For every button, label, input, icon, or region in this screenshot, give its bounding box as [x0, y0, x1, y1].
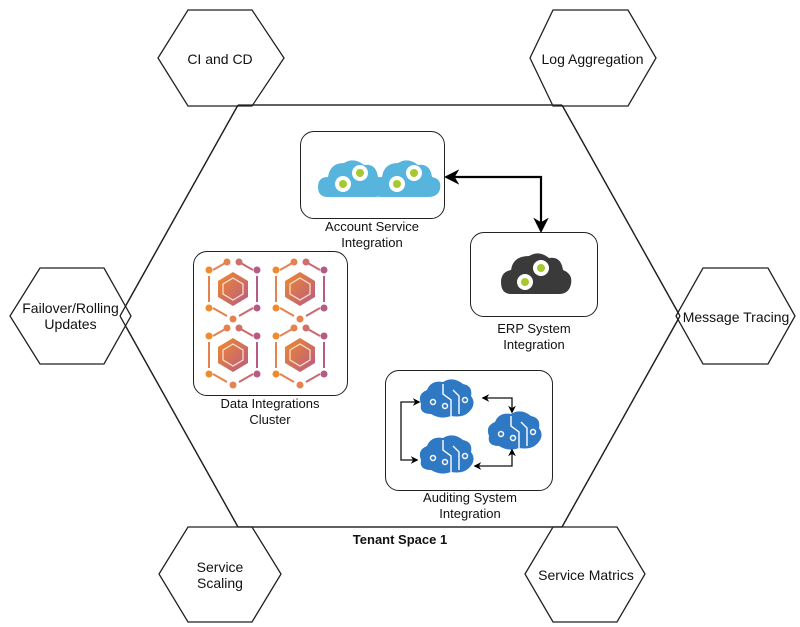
hex-cluster-icon	[205, 258, 261, 323]
hexagon-service-matrics[interactable]	[524, 526, 646, 623]
hex-cluster-icon	[205, 258, 261, 323]
hex-cluster-icon	[205, 324, 261, 389]
cloud-gear-icon	[372, 160, 441, 197]
label-line: Updates	[44, 316, 97, 332]
hexagon-ci-cd[interactable]	[157, 9, 285, 107]
label-line: Failover/Rolling	[22, 300, 119, 316]
hex-cluster-icons	[205, 258, 328, 389]
hex-cluster-icon	[272, 324, 328, 389]
hexagon-label-message-tracing: Message Tracing	[682, 309, 790, 325]
audit-arrow-top-right	[481, 394, 516, 414]
hexagon-failover[interactable]	[9, 267, 132, 365]
label-line: Scaling	[197, 575, 243, 591]
audit-arrow-bottom-right	[473, 448, 516, 470]
brain-circuit-icon	[419, 379, 474, 418]
tenant-space-title: Tenant Space 1	[352, 532, 448, 547]
hexagon-label-service-matrics: Service Matrics	[538, 567, 634, 583]
label-line: Auditing System	[423, 490, 517, 505]
hex-cluster-icon	[205, 324, 261, 389]
brain-circuit-icon	[419, 435, 474, 474]
account-erp-connector	[443, 169, 549, 234]
account-cloud-icons	[318, 160, 441, 197]
cloud-gear-icon	[501, 253, 572, 294]
label-line: Integration	[341, 235, 403, 250]
cloud-gear-icon	[318, 160, 387, 197]
hex-cluster-icon	[272, 258, 328, 323]
hex-cluster-icon	[272, 324, 328, 389]
label-line: Integration	[503, 337, 565, 352]
account-service-label: Account Service Integration	[292, 219, 452, 251]
auditing-system-box[interactable]	[385, 370, 553, 491]
hexagon-label-service-scaling: Service Scaling	[160, 559, 280, 591]
auditing-system-label: Auditing System Integration	[390, 490, 550, 522]
hexagon-label-ci-cd: CI and CD	[187, 51, 253, 67]
hexagon-label-failover: Failover/Rolling Updates	[8, 300, 133, 332]
brain-circuit-icons	[400, 379, 542, 474]
audit-arrow-left	[400, 398, 421, 464]
label-line: Integration	[439, 506, 501, 521]
data-integrations-box[interactable]	[193, 251, 348, 396]
hex-cluster-icon	[272, 258, 328, 323]
erp-system-label: ERP System Integration	[454, 321, 614, 353]
hexagon-message-tracing[interactable]	[675, 267, 796, 365]
erp-cloud-icon-wrap	[501, 253, 572, 294]
data-integrations-label: Data Integrations Cluster	[190, 396, 350, 428]
erp-system-box[interactable]	[470, 232, 598, 317]
label-line: Cluster	[249, 412, 291, 427]
label-line: Data Integrations	[220, 396, 320, 411]
hexagon-log-aggregation[interactable]	[529, 9, 657, 107]
label-line: Service	[196, 559, 244, 575]
label-line: Account Service	[325, 219, 419, 234]
hexagon-label-log-aggregation: Log Aggregation	[541, 51, 644, 67]
account-service-box[interactable]	[300, 131, 445, 219]
label-line: ERP System	[497, 321, 571, 336]
brain-circuit-icon	[487, 411, 542, 450]
